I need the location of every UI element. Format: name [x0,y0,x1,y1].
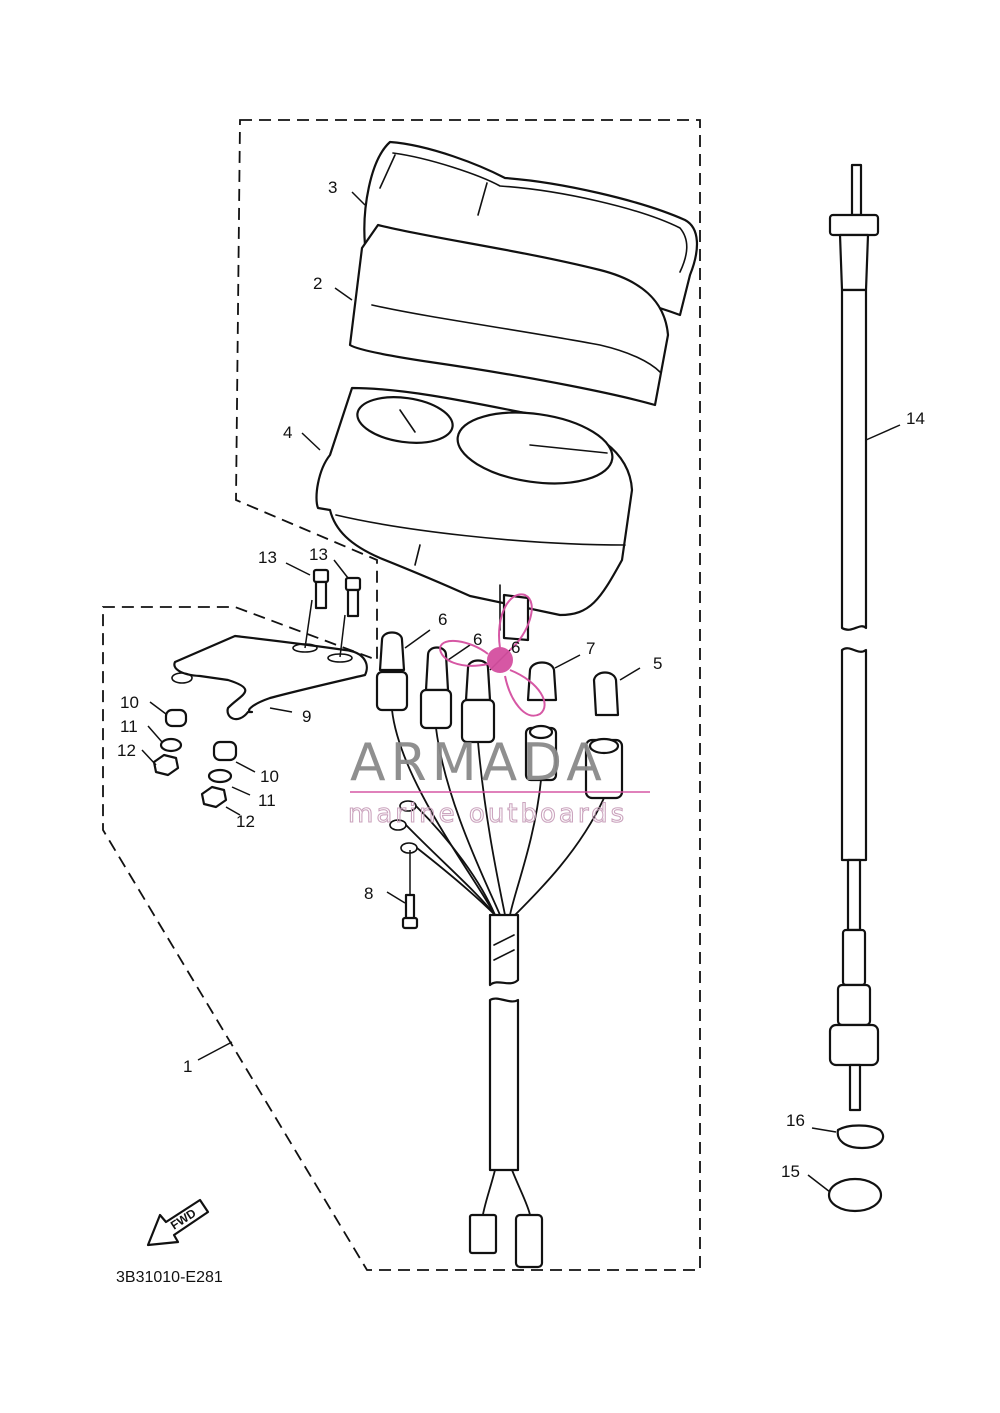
circlip-16 [836,1124,885,1150]
callout-labels: 3 2 4 13 13 6 6 6 7 5 9 10 11 12 10 11 1… [117,178,925,1181]
watermark-tagline: marine outboards [348,799,627,829]
bulb-socket-6-c [460,659,496,744]
callout-2: 2 [313,274,322,293]
washer-11-left [159,737,183,753]
leader-lines [141,191,901,1193]
callout-10-right: 10 [260,767,279,786]
socket-connector-b [584,737,624,800]
callout-14: 14 [906,409,925,428]
callout-11-right: 11 [258,791,276,810]
callout-6-c: 6 [511,638,520,657]
o-ring-15 [827,1177,883,1213]
callout-7: 7 [586,639,595,658]
meter-assembly [315,386,634,642]
callout-11-left: 11 [120,717,138,736]
callout-5: 5 [653,654,662,673]
callout-16: 16 [786,1111,805,1130]
bulb-socket-6-b [419,646,453,730]
callout-6-a: 6 [438,610,447,629]
assembly-boundary [102,119,701,1271]
washer-11-right [207,768,233,784]
screw-13-right [339,576,362,658]
meter-case [348,223,670,407]
bulb-socket-6-a [375,631,409,712]
screw-8 [401,850,419,930]
watermark: ARMADA marine outboards [347,593,650,830]
callout-1: 1 [183,1057,192,1076]
fwd-arrow-icon: FWD [146,1198,210,1247]
callout-6-b: 6 [473,630,482,649]
diagram-code: 3B31010-E281 [116,1269,223,1286]
nut-12-left [152,753,180,777]
bulb-5 [592,671,620,717]
grommet-10-right [212,740,238,762]
wire-harness [391,709,605,1269]
callout-12-right: 12 [236,812,255,831]
callout-12-left: 12 [117,741,136,760]
callout-4: 4 [283,423,292,442]
callout-15: 15 [781,1162,800,1181]
propeller-icon [438,593,546,717]
watermark-brand: ARMADA [350,733,607,793]
screw-13-left [304,568,330,649]
grommet-10-left [164,708,188,728]
mounting-bracket [171,634,368,721]
callout-13-left: 13 [258,548,277,567]
callout-13-right: 13 [309,545,328,564]
callout-9: 9 [302,707,311,726]
callout-8: 8 [364,884,373,903]
callout-3: 3 [328,178,337,197]
nut-12-right [200,785,228,809]
bulb-7 [526,661,558,702]
callout-10-left: 10 [120,693,139,712]
speedometer-cable [828,163,880,1112]
